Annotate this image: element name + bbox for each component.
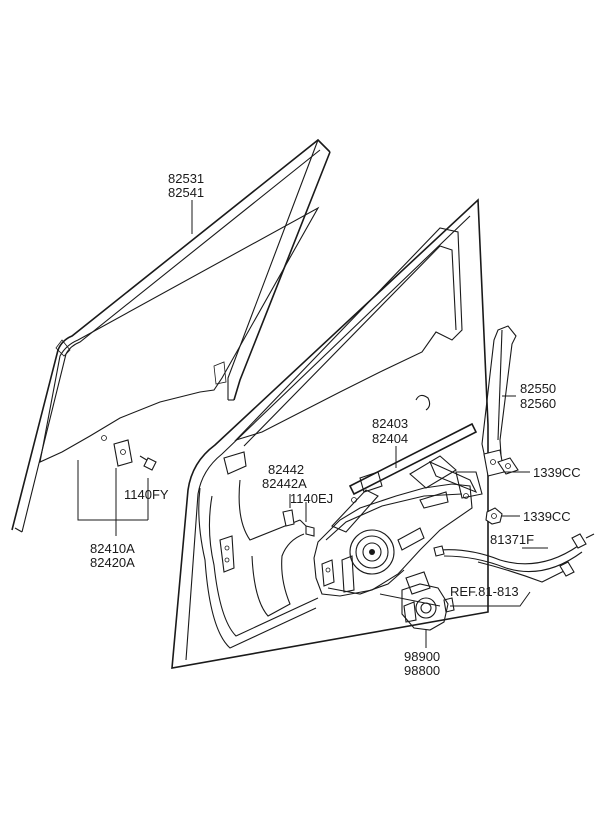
screw-icon	[299, 519, 315, 537]
label-82410a: 82410A	[90, 541, 135, 556]
label-82442a: 82442A	[262, 476, 307, 491]
label-82541: 82541	[168, 185, 204, 200]
cable-assembly	[433, 533, 595, 583]
label-ref-81-813: REF.81-813	[450, 584, 519, 599]
clip-icon	[282, 509, 295, 527]
label-1339cc-lower: 1339CC	[523, 509, 571, 524]
label-98900: 98900	[404, 649, 440, 664]
rear-channel	[481, 325, 519, 477]
label-82560: 82560	[520, 396, 556, 411]
glass-bracket	[113, 439, 133, 467]
door-glass	[39, 206, 320, 463]
nut-icon	[485, 507, 503, 525]
part-labels: 82531 82541 82550 82560 82403 82404 1339…	[90, 171, 581, 678]
label-81371f: 81371F	[490, 532, 534, 547]
window-regulator	[313, 422, 483, 597]
label-82420a: 82420A	[90, 555, 135, 570]
label-82403: 82403	[372, 416, 408, 431]
door-frame	[171, 198, 489, 669]
label-98800: 98800	[404, 663, 440, 678]
label-82550: 82550	[520, 381, 556, 396]
label-82404: 82404	[372, 431, 408, 446]
label-1339cc-upper: 1339CC	[533, 465, 581, 480]
screw-icon	[139, 455, 157, 471]
regulator-motor	[401, 571, 455, 631]
label-82442: 82442	[268, 462, 304, 477]
label-1140fy: 1140FY	[124, 487, 169, 502]
label-1140ej: 1140EJ	[290, 491, 333, 506]
label-82531: 82531	[168, 171, 204, 186]
glass-run-channel	[11, 138, 331, 533]
leader-lines	[77, 200, 548, 648]
